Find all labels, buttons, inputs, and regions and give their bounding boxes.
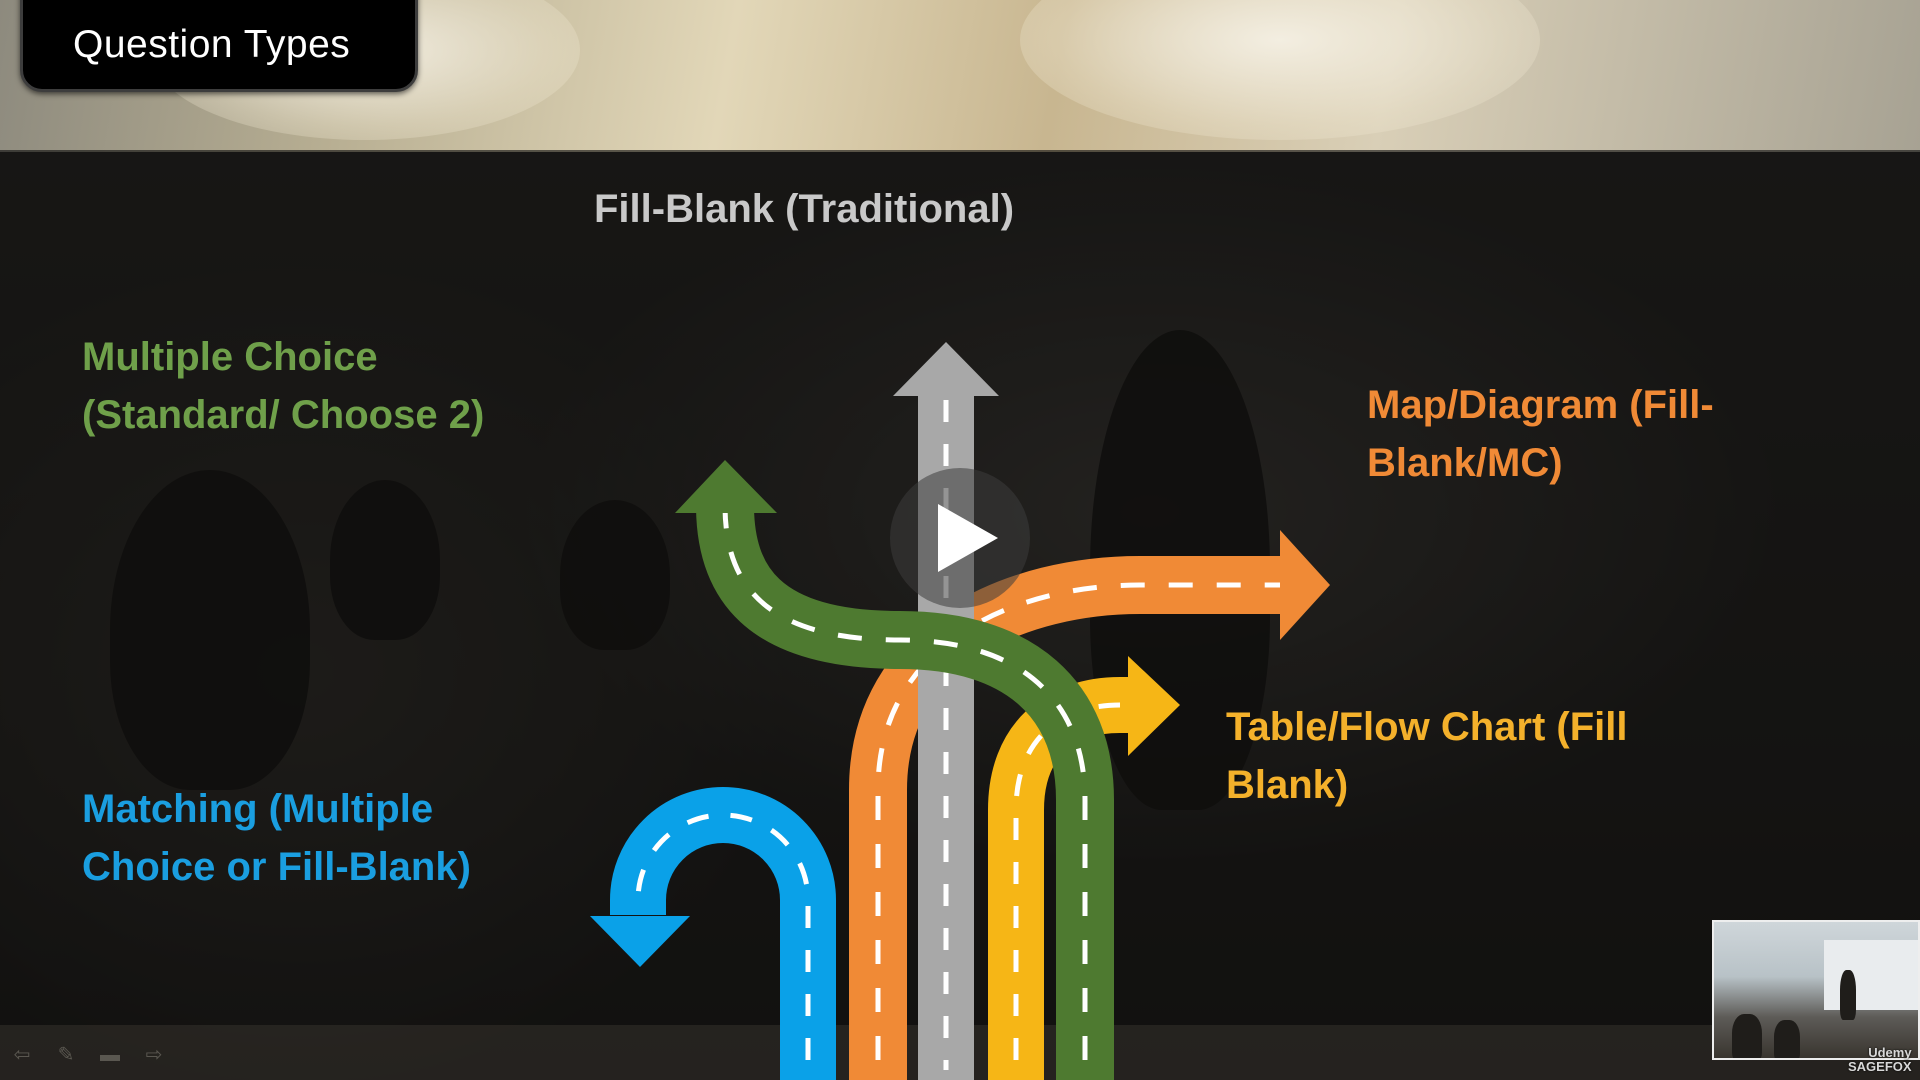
play-button[interactable] [890,468,1030,608]
play-icon [938,504,998,572]
label-table-flow-chart: Table/Flow Chart (Fill Blank) [1226,698,1627,814]
pip-audience [1732,1014,1762,1058]
slide-icon[interactable]: ▬ [100,1044,120,1066]
label-table-flow-line2: Blank) [1226,763,1349,807]
grey-arrowhead [893,342,999,396]
label-multiple-choice: Multiple Choice (Standard/ Choose 2) [82,328,484,444]
label-map-diagram-line1: Map/Diagram (Fill- [1367,383,1714,427]
label-table-flow-line1: Table/Flow Chart (Fill [1226,705,1628,749]
label-matching-line1: Matching (Multiple [82,787,434,831]
label-fill-blank: Fill-Blank (Traditional) [594,180,1014,238]
pip-presenter [1840,970,1856,1020]
label-multiple-choice-line2: (Standard/ Choose 2) [82,393,485,437]
label-matching-line2: Choice or Fill-Blank) [82,845,471,889]
pip-audience [1774,1020,1800,1058]
blue-arrowhead [590,916,690,967]
green-arrowhead [675,460,777,513]
label-fill-blank-text: Fill-Blank (Traditional) [594,187,1015,231]
slide-toolbar: ⇦ ✎ ▬ ⇨ [10,1043,166,1073]
label-map-diagram-line2: Blank/MC) [1367,441,1563,485]
back-arrow-icon[interactable]: ⇦ [13,1044,31,1066]
pip-projection-screen [1824,940,1918,1010]
label-matching: Matching (Multiple Choice or Fill-Blank) [82,780,471,896]
pen-icon[interactable]: ✎ [57,1044,75,1066]
yellow-arrowhead [1128,656,1180,756]
label-map-diagram: Map/Diagram (Fill- Blank/MC) [1367,376,1714,492]
picture-in-picture-video[interactable] [1712,920,1920,1060]
green-road-arrow [675,460,1114,1080]
orange-arrowhead [1280,530,1330,640]
forward-arrow-icon[interactable]: ⇨ [145,1044,163,1066]
watermark-line2: SAGEFOX [1848,1059,1912,1074]
label-multiple-choice-line1: Multiple Choice [82,335,378,379]
slide-title-tab: Question Types [20,0,418,92]
blue-road-arrow [590,787,836,1080]
slide-title: Question Types [73,23,351,66]
udemy-sagefox-watermark: Udemy SAGEFOX [1848,1046,1912,1074]
watermark-line1: Udemy [1868,1045,1912,1060]
